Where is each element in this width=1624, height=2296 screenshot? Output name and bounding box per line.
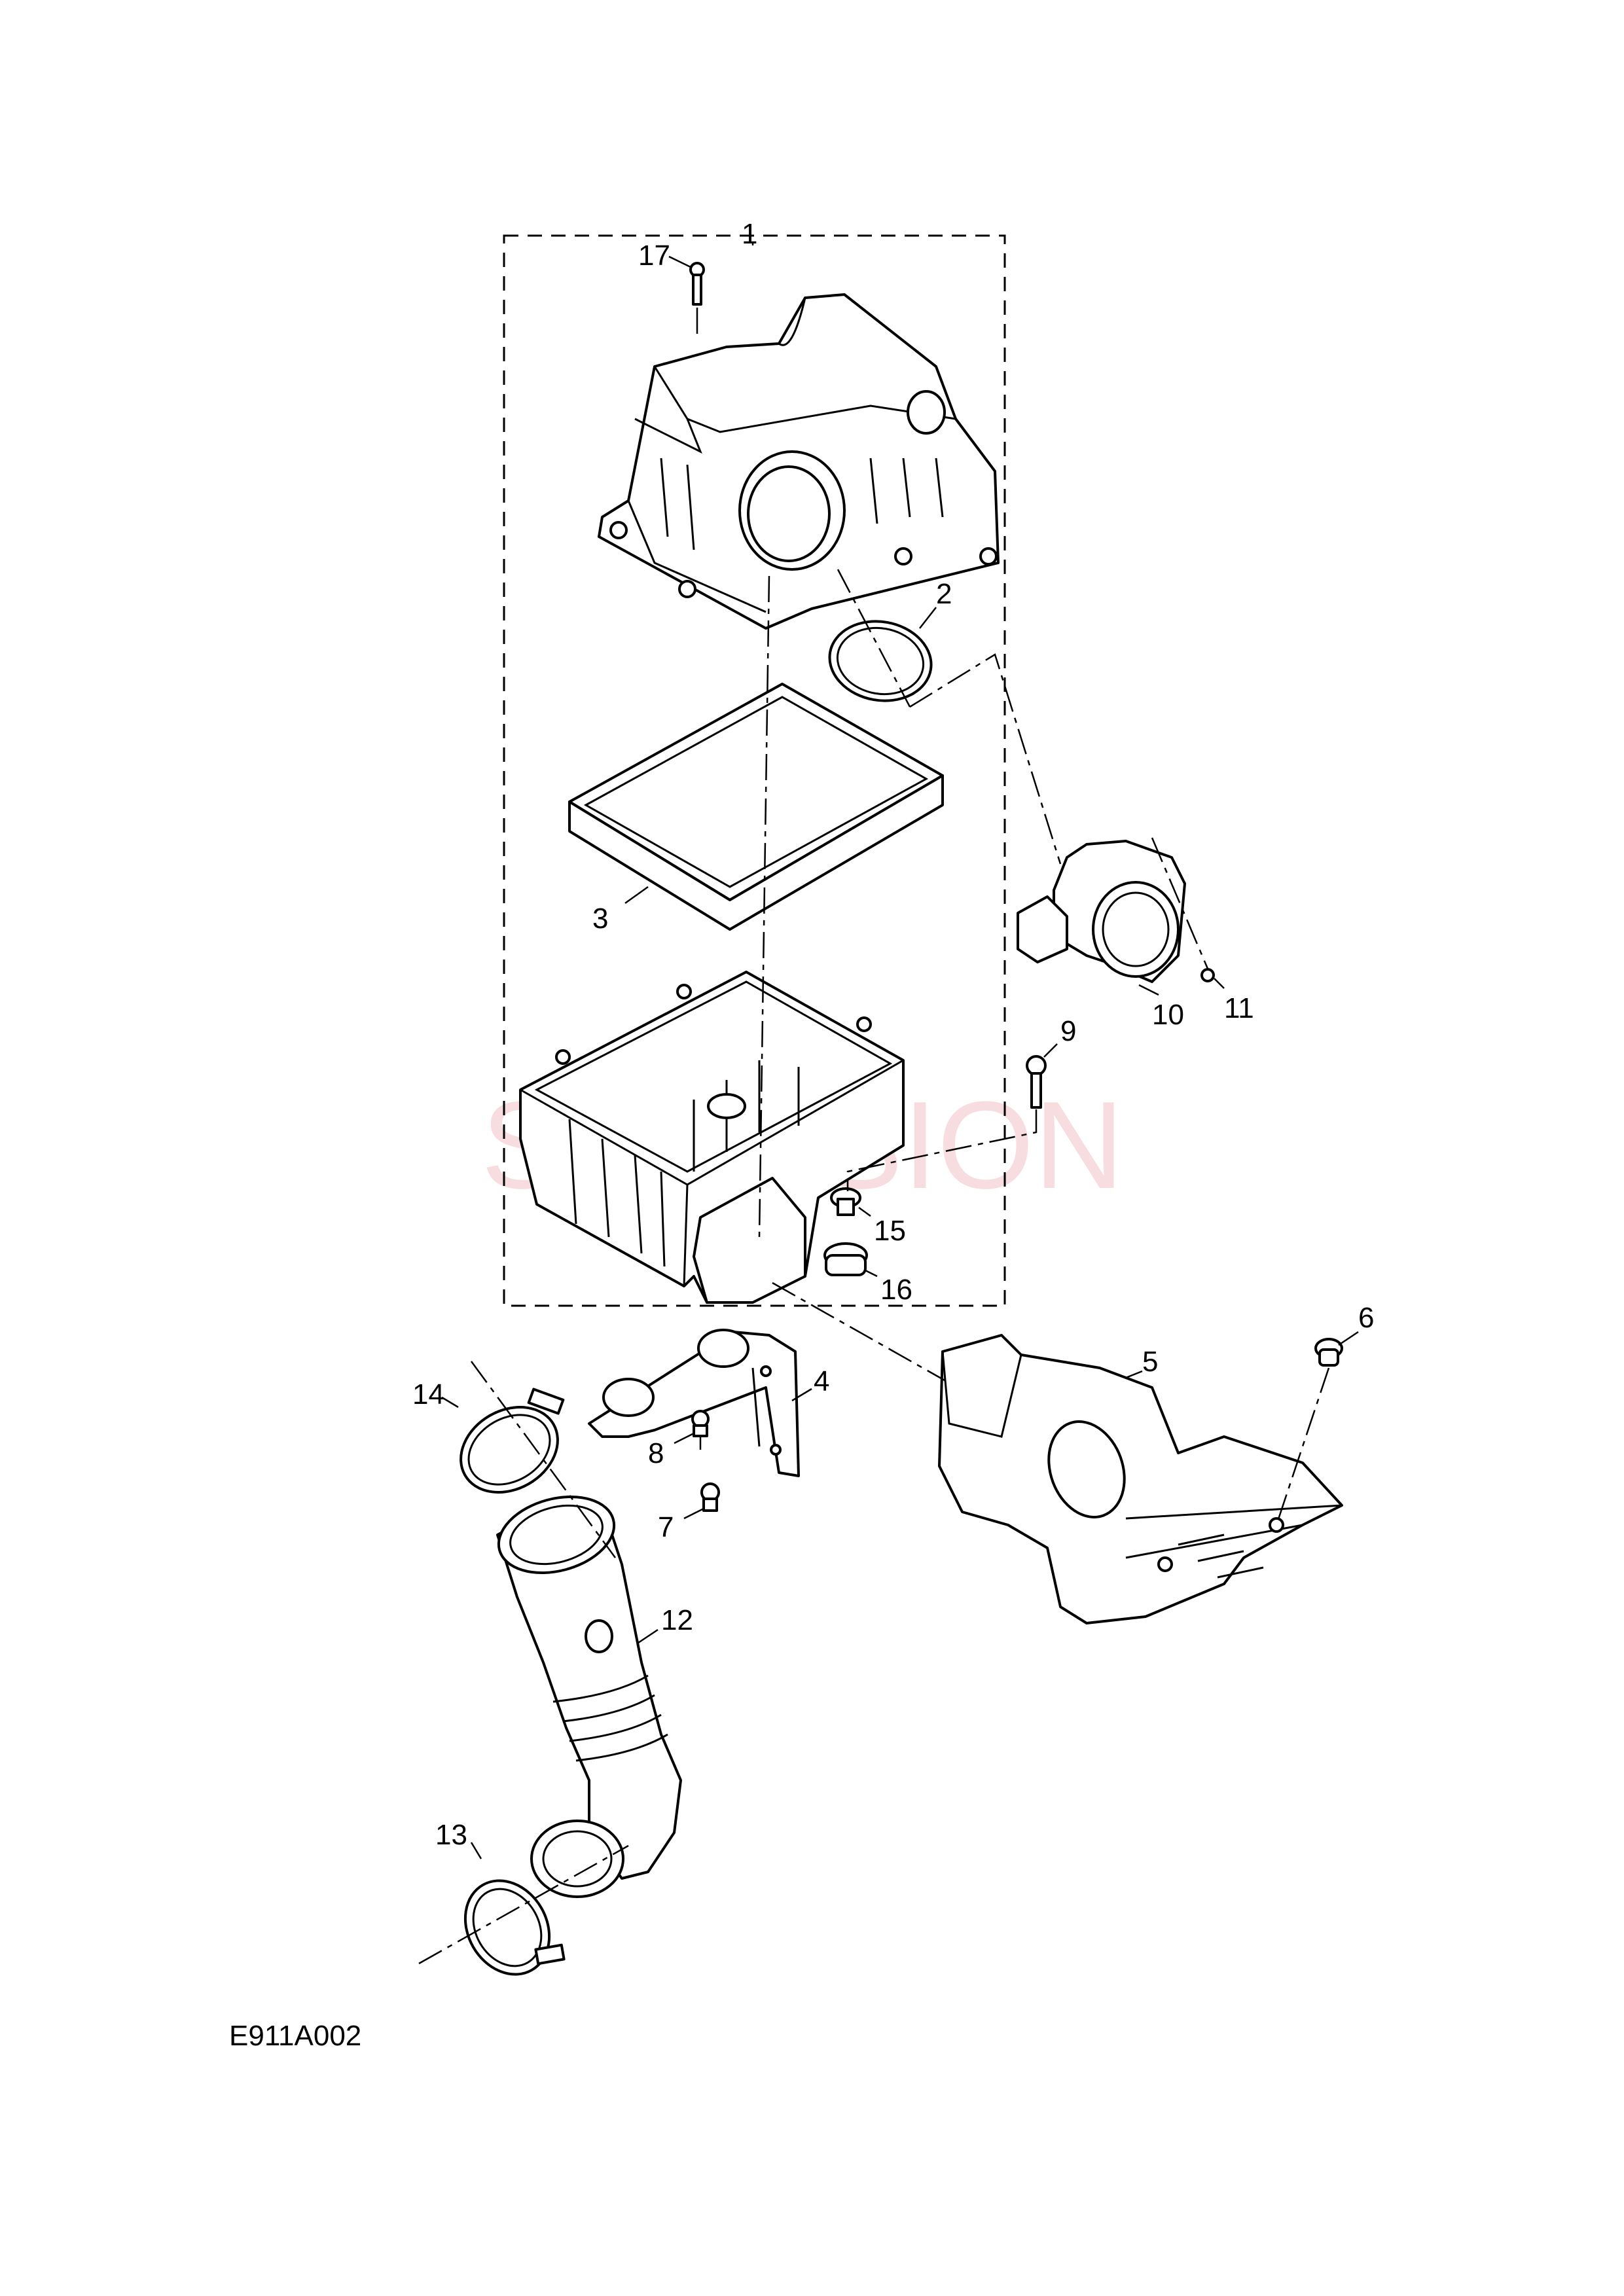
part-11-nut[interactable] — [1200, 968, 1225, 989]
part-3-filter-element[interactable] — [568, 683, 944, 931]
callout-16: 16 — [880, 1274, 912, 1306]
part-17-screw[interactable] — [668, 255, 705, 306]
part-5-air-intake-duct[interactable] — [938, 1334, 1343, 1624]
part-8-bolt[interactable] — [674, 1410, 710, 1444]
callout-12: 12 — [661, 1604, 693, 1636]
part-10-air-flow-sensor[interactable] — [1017, 840, 1186, 996]
center-lines — [418, 308, 1330, 1965]
callout-17: 17 — [638, 240, 670, 272]
part-14-hose-clamp[interactable] — [441, 1388, 573, 1509]
callout-9: 9 — [1060, 1015, 1076, 1047]
callout-8: 8 — [648, 1437, 664, 1469]
callout-7: 7 — [658, 1511, 674, 1543]
callout-10: 10 — [1152, 999, 1184, 1031]
part-16-rubber-mount[interactable] — [823, 1242, 878, 1278]
part-15-grommet[interactable] — [830, 1187, 871, 1217]
callout-6: 6 — [1358, 1302, 1374, 1334]
callout-4: 4 — [814, 1365, 829, 1397]
callout-1: 1 — [742, 218, 757, 250]
lower-air-cleaner-housing[interactable] — [519, 971, 905, 1304]
callout-11: 11 — [1224, 992, 1254, 1024]
part-13-hose-clamp[interactable] — [449, 1842, 566, 1990]
assembly-boundary-box — [503, 234, 1006, 1307]
callout-3: 3 — [592, 903, 608, 935]
callout-13: 13 — [435, 1819, 467, 1851]
part-7-bolt[interactable] — [683, 1482, 720, 1520]
callout-14: 14 — [412, 1378, 444, 1410]
callout-15: 15 — [874, 1215, 906, 1247]
part-1-air-cleaner-cover[interactable] — [598, 242, 1000, 630]
part-2-sealing-ring[interactable] — [823, 607, 937, 709]
diagram-reference-code: E911A002 — [229, 2020, 362, 2052]
part-4-bracket[interactable] — [588, 1329, 812, 1477]
callout-5: 5 — [1142, 1346, 1158, 1378]
part-9-bolt[interactable] — [1026, 1043, 1058, 1109]
part-6-clip[interactable] — [1314, 1331, 1359, 1367]
callout-2: 2 — [936, 578, 952, 610]
part-12-intake-hose[interactable] — [490, 1485, 682, 1898]
